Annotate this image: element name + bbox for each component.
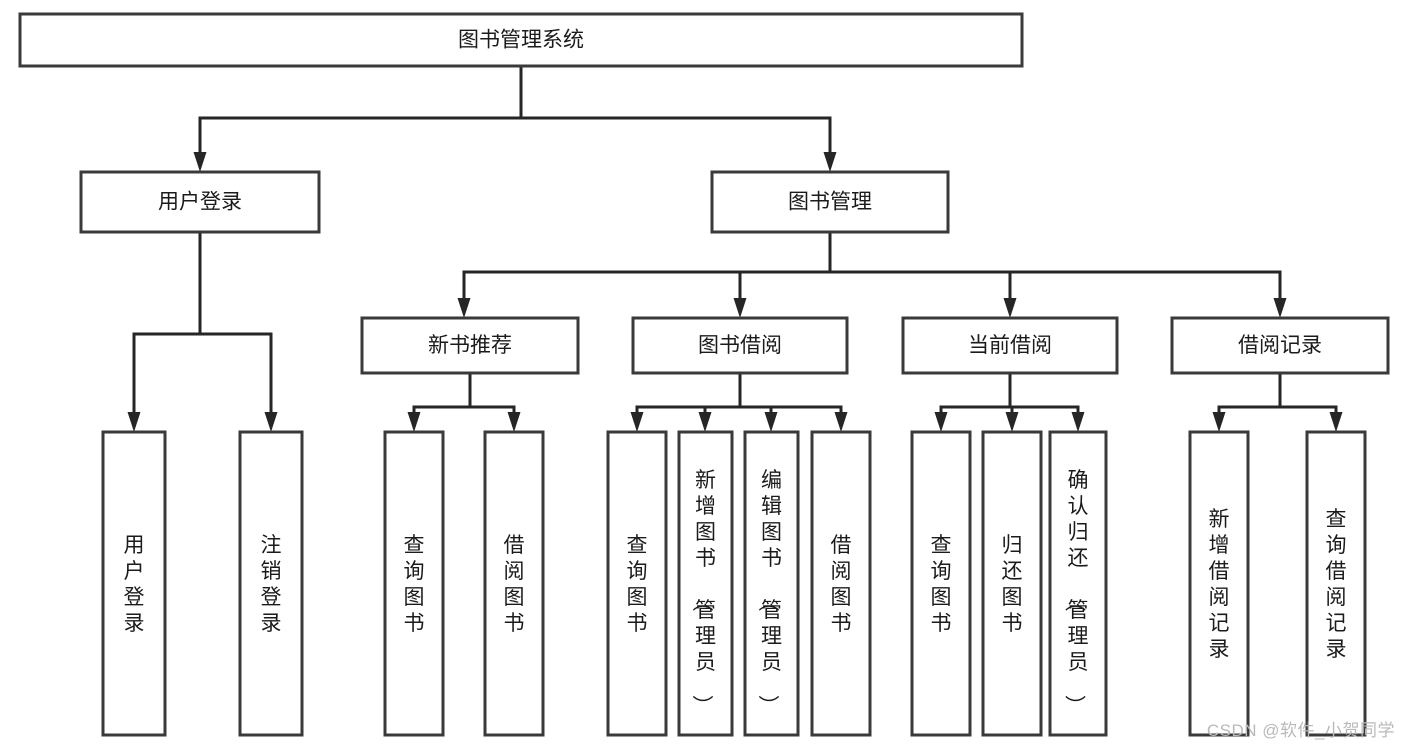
arrow-head-leaf-borrow-book: [834, 412, 848, 432]
arrow-head-leaf-borrow-book-rec: [507, 412, 521, 432]
arrow-head-borrow-record: [1273, 298, 1287, 318]
node-box-leaf-add-borrow-record[interactable]: [1188, 430, 1250, 737]
node-layer: 图书管理系统用户登录图书管理新书推荐图书借阅当前借阅借阅记录用户登录注销登录查询…: [18, 12, 1390, 737]
node-new-book-recommend[interactable]: 新书推荐: [360, 316, 580, 375]
arrow-head-leaf-return-book: [1005, 412, 1019, 432]
connector-layer: [127, 64, 1343, 432]
node-box-borrow-record[interactable]: [1170, 316, 1390, 375]
node-label-leaf-borrow-book: 借阅图书: [831, 534, 852, 635]
node-label-book-management: 图书管理: [788, 191, 872, 214]
node-leaf-add-book-admin[interactable]: 新增图书（管理员）: [677, 430, 734, 737]
node-box-leaf-edit-book-admin[interactable]: [743, 430, 800, 737]
node-leaf-query-book-borrow[interactable]: 查询图书: [606, 430, 668, 737]
arrow-head-leaf-query-book-borrow: [630, 412, 644, 432]
node-label-leaf-user-login: 用户登录: [124, 534, 145, 635]
arrow-head-current-borrow: [1003, 298, 1017, 318]
connector-user-login-to-leaves: [127, 230, 278, 432]
connector-book-borrow-to-leaves: [630, 371, 848, 432]
node-label-leaf-return-book: 归还图书: [1002, 534, 1023, 635]
node-box-root[interactable]: [18, 12, 1024, 68]
node-box-user-login[interactable]: [79, 170, 321, 234]
connector-borrow-record-to-leaves: [1212, 371, 1343, 432]
node-label-leaf-borrow-book-rec: 借阅图书: [504, 534, 525, 635]
node-label-leaf-edit-book-admin: 编辑图书（管理员）: [756, 469, 782, 716]
arrow-head-leaf-query-book-current: [934, 412, 948, 432]
node-box-leaf-user-login[interactable]: [101, 430, 167, 737]
node-box-book-borrow[interactable]: [631, 316, 849, 375]
node-box-leaf-query-borrow-record[interactable]: [1305, 430, 1367, 737]
node-book-management[interactable]: 图书管理: [710, 170, 950, 234]
node-label-leaf-query-book-rec: 查询图书: [404, 534, 425, 635]
node-user-login[interactable]: 用户登录: [79, 170, 321, 234]
node-box-book-management[interactable]: [710, 170, 950, 234]
arrow-head-leaf-query-book-rec: [407, 412, 421, 432]
arrow-head-leaf-user-login: [127, 412, 141, 432]
node-label-leaf-confirm-return-admin: 确认归还（管理员）: [1063, 469, 1089, 716]
node-label-leaf-add-borrow-record: 新增借阅记录: [1209, 508, 1230, 661]
arrow-head-book-management: [823, 152, 837, 172]
node-label-borrow-record: 借阅记录: [1238, 334, 1322, 357]
node-label-new-book-recommend: 新书推荐: [428, 334, 512, 357]
node-label-current-borrow: 当前借阅: [968, 334, 1052, 357]
node-leaf-return-book[interactable]: 归还图书: [981, 430, 1043, 737]
node-box-leaf-borrow-book-rec[interactable]: [483, 430, 545, 737]
arrow-head-leaf-query-borrow-record: [1329, 412, 1343, 432]
arrow-head-leaf-add-borrow-record: [1212, 412, 1226, 432]
node-box-current-borrow[interactable]: [901, 316, 1119, 375]
node-label-leaf-query-borrow-record: 查询借阅记录: [1326, 508, 1347, 661]
arrow-head-leaf-edit-book-admin: [764, 412, 778, 432]
node-leaf-confirm-return-admin[interactable]: 确认归还（管理员）: [1048, 430, 1108, 737]
arrow-head-new-book-recommend: [457, 298, 471, 318]
arrow-head-book-borrow: [733, 298, 747, 318]
node-leaf-add-borrow-record[interactable]: 新增借阅记录: [1188, 430, 1250, 737]
arrow-head-user-login: [193, 152, 207, 172]
node-label-leaf-query-book-borrow: 查询图书: [627, 534, 648, 635]
node-leaf-edit-book-admin[interactable]: 编辑图书（管理员）: [743, 430, 800, 737]
connector-current-borrow-to-leaves: [934, 371, 1085, 432]
node-box-leaf-return-book[interactable]: [981, 430, 1043, 737]
node-label-leaf-add-book-admin: 新增图书（管理员）: [690, 469, 716, 716]
node-label-root: 图书管理系统: [458, 29, 584, 52]
arrow-head-leaf-add-book-admin: [698, 412, 712, 432]
node-current-borrow[interactable]: 当前借阅: [901, 316, 1119, 375]
node-box-leaf-borrow-book[interactable]: [810, 430, 872, 737]
node-root[interactable]: 图书管理系统: [18, 12, 1024, 68]
node-box-leaf-confirm-return-admin[interactable]: [1048, 430, 1108, 737]
connector-new-book-recommend-to-leaves: [407, 371, 521, 432]
connector-book-management-to-level2: [457, 230, 1287, 318]
arrow-head-leaf-confirm-return-admin: [1071, 412, 1085, 432]
node-borrow-record[interactable]: 借阅记录: [1170, 316, 1390, 375]
node-leaf-borrow-book[interactable]: 借阅图书: [810, 430, 872, 737]
node-leaf-query-borrow-record[interactable]: 查询借阅记录: [1305, 430, 1367, 737]
node-label-book-borrow: 图书借阅: [698, 334, 782, 357]
node-label-leaf-logout: 注销登录: [261, 534, 282, 635]
node-box-leaf-query-book-borrow[interactable]: [606, 430, 668, 737]
node-box-new-book-recommend[interactable]: [360, 316, 580, 375]
connector-root-to-level1: [193, 64, 837, 172]
node-box-leaf-query-book-current[interactable]: [910, 430, 972, 737]
node-leaf-borrow-book-rec[interactable]: 借阅图书: [483, 430, 545, 737]
node-box-leaf-add-book-admin[interactable]: [677, 430, 734, 737]
node-leaf-user-login[interactable]: 用户登录: [101, 430, 167, 737]
arrow-head-leaf-logout: [264, 412, 278, 432]
node-leaf-query-book-rec[interactable]: 查询图书: [383, 430, 445, 737]
node-leaf-logout[interactable]: 注销登录: [238, 430, 304, 737]
node-label-user-login: 用户登录: [158, 191, 242, 214]
node-box-leaf-query-book-rec[interactable]: [383, 430, 445, 737]
node-book-borrow[interactable]: 图书借阅: [631, 316, 849, 375]
node-box-leaf-logout[interactable]: [238, 430, 304, 737]
node-leaf-query-book-current[interactable]: 查询图书: [910, 430, 972, 737]
node-label-leaf-query-book-current: 查询图书: [931, 534, 952, 635]
